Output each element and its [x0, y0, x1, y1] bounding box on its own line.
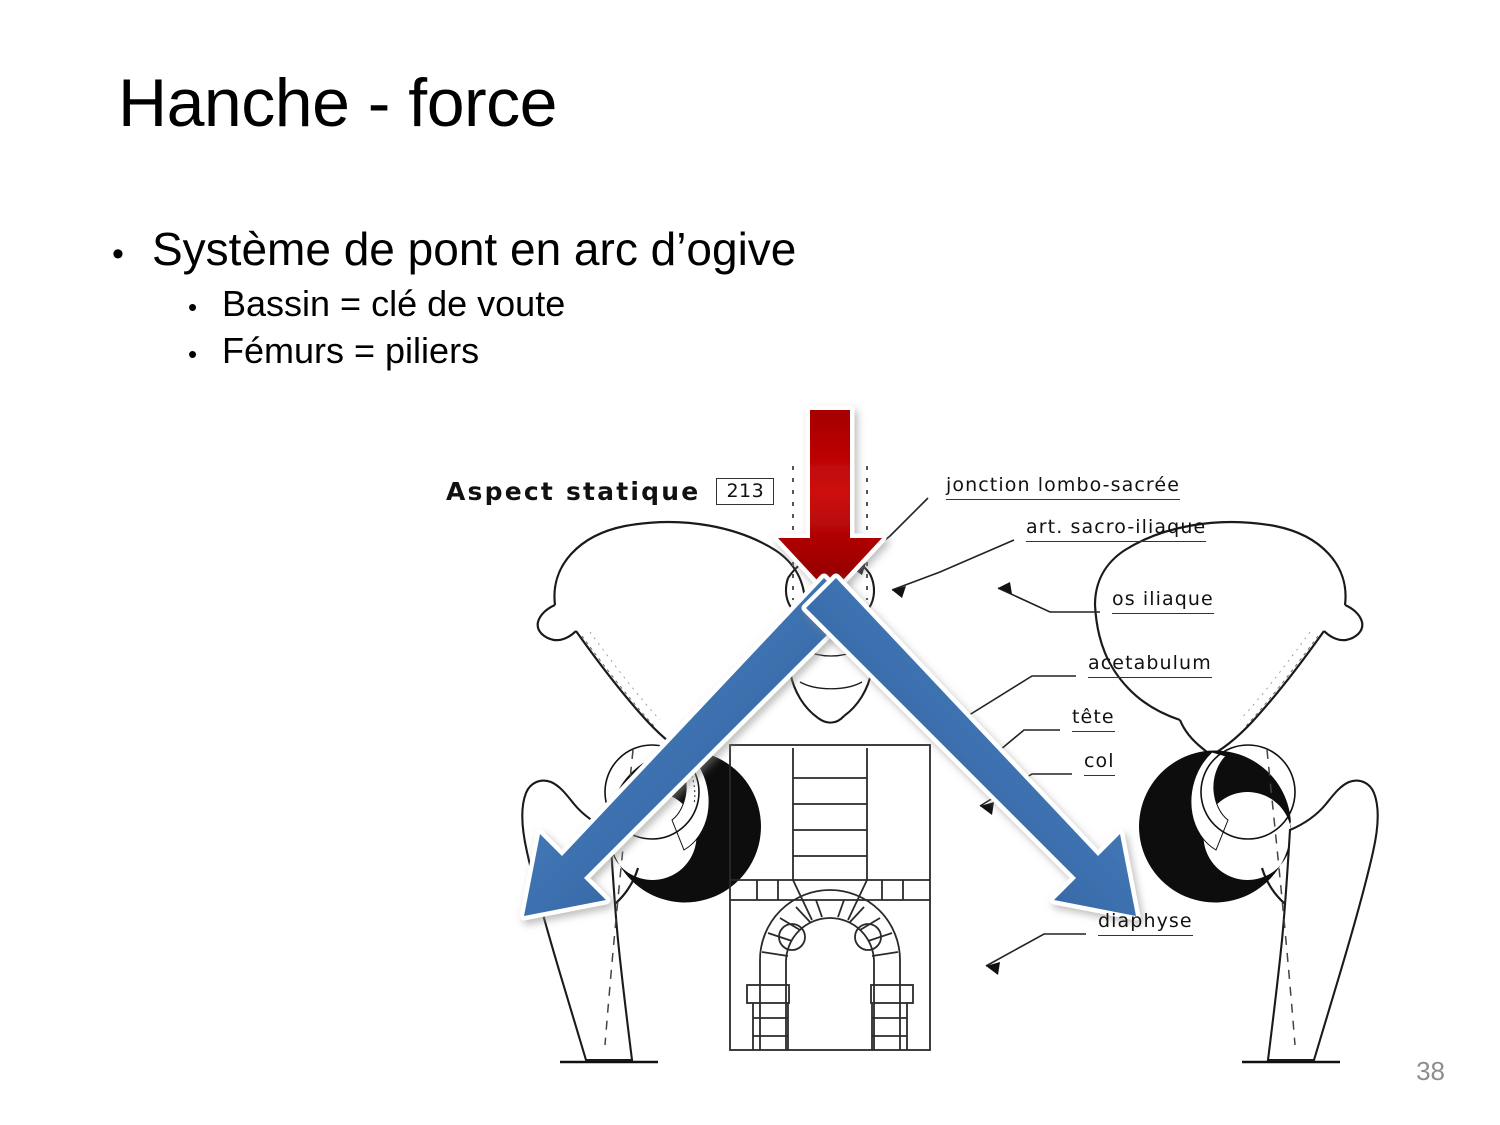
anatomy-figure-svg [519, 405, 1379, 1064]
label-os-iliaque: os iliaque [1112, 588, 1214, 614]
bullet-level1-text: Système de pont en arc d’ogive [152, 223, 797, 275]
thrust-arrow-left [519, 573, 859, 921]
bullet-list: • Système de pont en arc d’ogive • Bassi… [112, 222, 1092, 377]
label-tete: tête [1072, 706, 1115, 732]
bullet-marker-icon: • [188, 292, 198, 323]
page-number: 38 [1416, 1056, 1445, 1086]
right-femur-axis [1266, 749, 1296, 1046]
force-arrow-down [773, 405, 887, 599]
bullet-level2-item-femurs: • Fémurs = piliers [188, 329, 1092, 372]
arch-bridge-schematic [729, 744, 931, 1051]
page-title: Hanche - force [118, 65, 557, 141]
bullet-level2-text: Fémurs = piliers [222, 330, 480, 372]
bullet-marker-icon: • [188, 339, 198, 370]
bullet-level2-item-bassin: • Bassin = clé de voute [188, 282, 1092, 325]
label-leader-lines [851, 497, 1100, 967]
figure-caption-text: Aspect statique [446, 477, 701, 506]
figure-caption: Aspect statique 213 [446, 477, 775, 506]
anatomy-figure: jonction lombo-sacrée art. sacro-iliaque… [420, 400, 1480, 1100]
bullet-level2-text: Bassin = clé de voute [222, 283, 566, 325]
bullet-marker-icon: • [112, 235, 124, 273]
label-col: col [1084, 750, 1115, 776]
label-jonction-lombo-sacree: jonction lombo-sacrée [946, 474, 1180, 500]
label-acetabulum: acetabulum [1088, 652, 1212, 678]
right-femur [1266, 779, 1379, 1062]
vertical-guide-lines [792, 466, 868, 600]
label-diaphyse: diaphyse [1098, 910, 1193, 936]
bullet-level1-item: • Système de pont en arc d’ogive [112, 222, 1092, 276]
label-art-sacro-iliaque: art. sacro-iliaque [1026, 516, 1207, 542]
left-femur-axis [604, 749, 634, 1046]
thrust-arrow-right [801, 573, 1141, 921]
figure-caption-number-box: 213 [716, 478, 775, 505]
